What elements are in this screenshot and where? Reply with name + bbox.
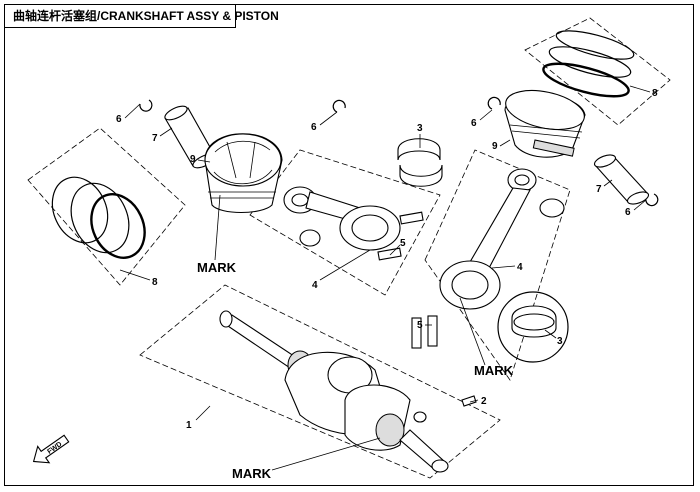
leader-c6d xyxy=(633,199,647,211)
conrod-group-right-outline xyxy=(424,149,571,381)
conrod-bearing-center xyxy=(397,138,443,187)
leader-c8a xyxy=(119,269,151,281)
diagram-title: 曲轴连杆活塞组/CRANKSHAFT ASSY & PISTON xyxy=(4,4,279,28)
callout-3-right: 3 xyxy=(557,336,563,347)
leader-c6c xyxy=(479,109,493,121)
piston-rings-group-left-outline xyxy=(27,127,186,286)
leader-c7b xyxy=(603,179,613,187)
callout-5-right: 5 xyxy=(417,320,423,331)
callout-6-b: 6 xyxy=(311,122,317,133)
leader-mark3 xyxy=(271,437,381,471)
leader-c9a xyxy=(197,159,211,163)
mark-label-piston: MARK xyxy=(197,260,237,275)
circlip-right-2 xyxy=(645,193,659,207)
callout-6-c: 6 xyxy=(471,118,477,129)
diagram-frame xyxy=(4,4,694,486)
leader-c6b xyxy=(319,111,338,126)
circlip-left-1 xyxy=(139,99,153,112)
piston-rings-group-right-outline xyxy=(524,17,671,126)
circlip-left-2 xyxy=(332,99,346,113)
callout-4-right: 4 xyxy=(517,262,523,273)
fwd-label: FWD xyxy=(46,441,63,456)
leader-c5a xyxy=(389,244,401,256)
leader-c2 xyxy=(469,399,479,403)
leader-c7a xyxy=(159,127,173,137)
leader-mark1 xyxy=(214,194,221,261)
connecting-rod-center xyxy=(283,186,424,261)
callout-5-center: 5 xyxy=(400,238,406,249)
leader-c8b xyxy=(629,85,651,93)
leader-c4a xyxy=(319,249,371,281)
highlight-circle xyxy=(497,291,569,363)
piston-left xyxy=(204,133,283,213)
circlip-right-1 xyxy=(487,96,501,110)
piston-rings-right xyxy=(542,30,635,98)
callout-4-center: 4 xyxy=(312,280,318,291)
connecting-rod-right xyxy=(411,168,537,349)
callout-7-right: 7 xyxy=(596,184,602,195)
callout-3-center: 3 xyxy=(417,123,423,134)
leader-c6a xyxy=(124,103,141,119)
callout-9-right: 9 xyxy=(492,141,498,152)
mark-label-crankshaft: MARK xyxy=(232,466,272,481)
callout-1: 1 xyxy=(186,420,192,431)
conrod-bearing-right xyxy=(511,305,557,338)
leader-mark2 xyxy=(459,297,486,366)
callout-7-left: 7 xyxy=(152,133,158,144)
piston-rings-left xyxy=(51,176,146,259)
mark-label-conrod: MARK xyxy=(474,363,514,378)
piston-right xyxy=(504,89,586,158)
callout-2: 2 xyxy=(481,396,487,407)
piston-pin-right xyxy=(593,154,650,205)
crankshaft xyxy=(219,310,449,473)
leader-c3b xyxy=(544,329,557,339)
callout-8-left: 8 xyxy=(152,277,158,288)
conrod-group-center-outline xyxy=(249,149,441,296)
leader-c1 xyxy=(195,405,211,421)
leader-c4b xyxy=(491,265,516,269)
callout-6-d: 6 xyxy=(625,207,631,218)
crankshaft-group-outline xyxy=(139,284,501,479)
woodruff-key xyxy=(461,395,477,407)
fwd-arrow-icon: FWD xyxy=(32,434,70,464)
callout-9-left: 9 xyxy=(190,154,196,165)
leader-c9b xyxy=(499,139,511,147)
callout-6-a: 6 xyxy=(116,114,122,125)
callout-8-right: 8 xyxy=(652,88,658,99)
small-end-bushing-right xyxy=(539,198,565,218)
